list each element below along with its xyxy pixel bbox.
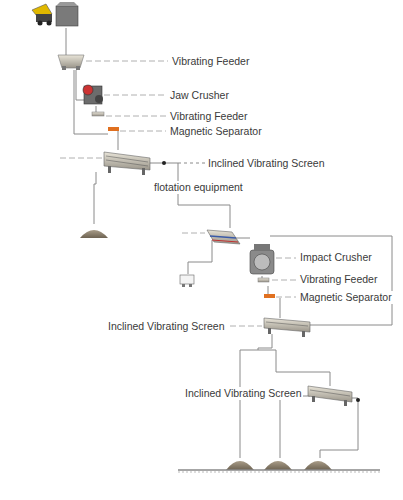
equipment-label: flotation equipment [153, 181, 244, 194]
control-box [180, 275, 194, 287]
equipment-label: Inclined Vibrating Screen [207, 157, 326, 170]
jaw-crusher [83, 85, 103, 104]
equipment-label: Inclined Vibrating Screen [184, 387, 303, 400]
flow-lines [66, 28, 392, 458]
product-pile [80, 230, 108, 238]
vibrating-screen [264, 318, 310, 337]
equipment-label: Vibrating Feeder [171, 55, 250, 68]
small-feeder [92, 112, 104, 116]
equipment-label: Vibrating Feeder [169, 110, 248, 123]
equipment-label: Magnetic Separator [169, 125, 263, 138]
vibrating-feeder [58, 55, 84, 70]
vibrating-screen [104, 152, 150, 175]
equipment-label: Impact Crusher [299, 251, 373, 264]
leader-lines [60, 61, 296, 326]
ground-line [178, 470, 380, 472]
equipment-label: Inclined Vibrating Screen [107, 320, 226, 333]
equipment-label: Magnetic Separator [299, 291, 393, 304]
magnetic-separator [108, 127, 119, 131]
magnetic-separator [264, 294, 275, 298]
flotation-machine [207, 230, 240, 244]
product-piles [226, 461, 332, 470]
vibrating-screen [308, 386, 352, 406]
impact-crusher [250, 244, 274, 274]
truck-hopper [32, 2, 78, 26]
small-feeder [258, 278, 269, 282]
equipment-label: Jaw Crusher [169, 89, 230, 102]
equipment-label: Vibrating Feeder [299, 273, 378, 286]
